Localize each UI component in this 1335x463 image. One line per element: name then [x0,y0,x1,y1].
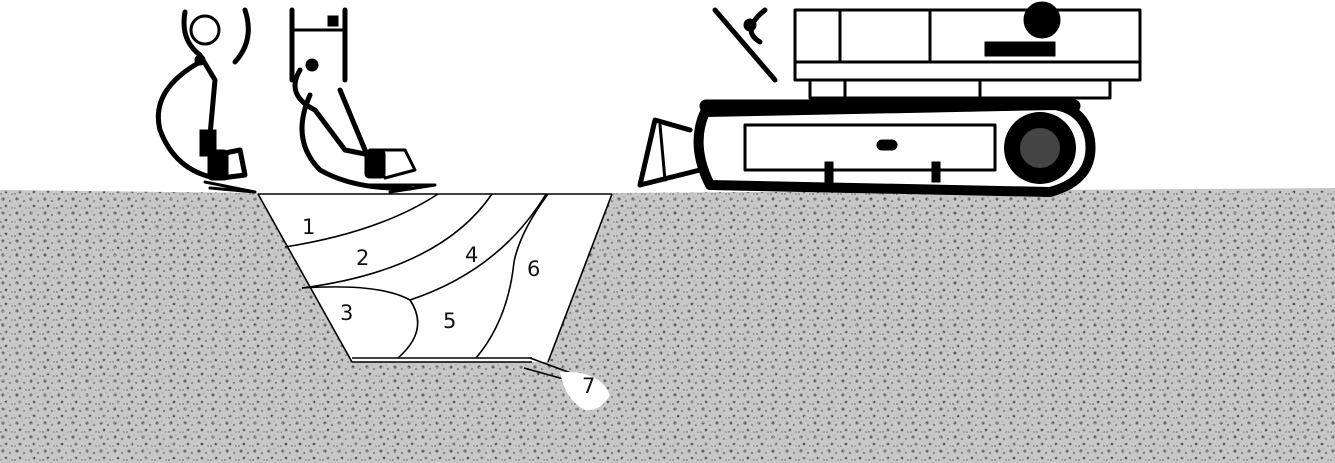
ground-gravel [0,188,1335,463]
excavator-arm-left [155,7,257,194]
zone-label-1: 1 [302,215,315,239]
tracked-excavator [637,1,1142,197]
trench-outline [257,193,613,363]
zone-label-5: 5 [443,309,456,333]
zone-label-6: 6 [527,257,540,281]
zone-label-3: 3 [340,301,353,325]
zone-label-2: 2 [356,246,369,270]
zone-label-4: 4 [465,243,478,267]
zone-7-patch [560,371,610,411]
excavator-arm-right [289,7,437,194]
zone-label-7: 7 [582,374,595,398]
